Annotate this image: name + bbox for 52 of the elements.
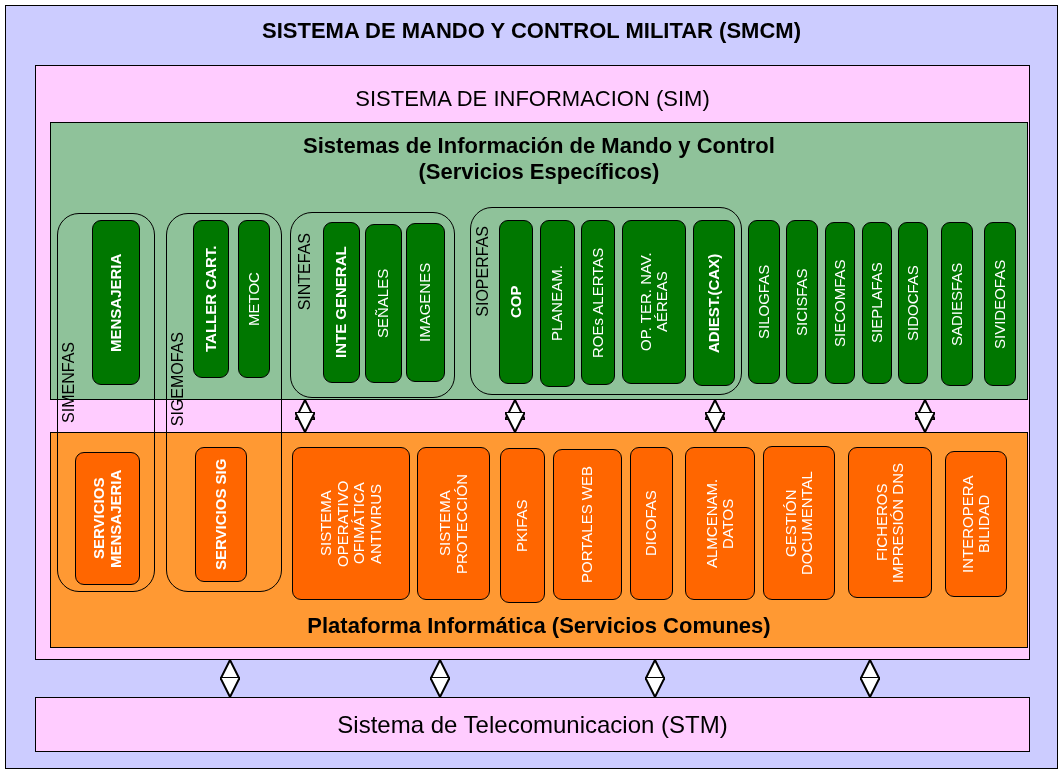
layer-panel: [35, 65, 1030, 660]
group-outline: [470, 207, 742, 395]
service-box: SIDOCFAS: [898, 222, 928, 384]
service-box: SERVICIOS MENSAJERIA: [75, 452, 140, 585]
service-box: PLANEAM.: [540, 220, 575, 387]
service-box: OP. TER. NAV. AÉREAS: [622, 220, 686, 384]
layer-panel: [50, 432, 1028, 648]
service-box: INTEROPERA BILIDAD: [945, 451, 1007, 597]
group-label: SIOPERFAS: [474, 226, 492, 317]
layer-panel: [5, 5, 1058, 769]
service-box: TALLER CART.: [193, 220, 229, 378]
panel-title: Sistemas de Información de Mando y Control (Servicios Específicos): [302, 133, 776, 185]
service-box: ROEs ALERTAS: [581, 220, 615, 385]
group-outline: [290, 212, 455, 398]
service-box: SICISFAS: [786, 220, 818, 384]
service-box: SISTEMA OPERATIVO OFIMÁTICA ANTIVIRUS: [292, 447, 410, 600]
service-box: SIVIDEOFAS: [984, 222, 1016, 386]
panel-title: Plataforma Informática (Servicios Comunes): [306, 613, 772, 639]
layer-panel: [35, 697, 1030, 752]
group-label: SINTEFAS: [296, 233, 314, 311]
service-box: PORTALES WEB: [553, 449, 622, 600]
service-box: PKIFAS: [500, 448, 545, 603]
group-label: SIMENFAS: [60, 342, 78, 423]
service-box: SILOGFAS: [748, 220, 780, 384]
service-box: SERVICIOS SIG: [195, 447, 247, 582]
service-box: SISTEMA PROTECCIÓN: [417, 447, 490, 600]
service-box: IMAGENES: [406, 223, 445, 382]
service-box: FICHEROS IMPRESIÓN DNS: [848, 447, 932, 598]
service-box: SADIESFAS: [941, 222, 973, 386]
double-arrow: [504, 399, 526, 433]
service-box: SEÑALES: [365, 224, 402, 383]
double-arrow: [914, 399, 936, 433]
service-box: INTE GENERAL: [323, 222, 360, 383]
service-box: GESTIÓN DOCUMENTAL: [763, 446, 835, 600]
service-box: MENSAJERIA: [92, 220, 140, 385]
service-box: ADIEST.(CAX): [693, 220, 735, 386]
group-label: SIGEMOFAS: [169, 332, 187, 427]
service-box: METOC: [238, 220, 270, 378]
double-arrow: [294, 399, 316, 433]
panel-title: SISTEMA DE INFORMACION (SIM): [354, 86, 711, 112]
double-arrow: [429, 659, 451, 698]
panel-title: Sistema de Telecomunicacion (STM): [336, 710, 729, 739]
service-box: ALMCENAM. DATOS: [685, 447, 755, 600]
double-arrow: [644, 659, 666, 698]
service-box: COP: [499, 220, 533, 384]
double-arrow: [219, 659, 241, 698]
service-box: SIEPLAFAS: [862, 222, 892, 384]
double-arrow: [859, 659, 881, 698]
double-arrow: [704, 399, 726, 433]
panel-title: SISTEMA DE MANDO Y CONTROL MILITAR (SMCM): [261, 18, 802, 44]
service-box: SIECOMFAS: [825, 222, 855, 384]
service-box: DICOFAS: [630, 447, 673, 600]
